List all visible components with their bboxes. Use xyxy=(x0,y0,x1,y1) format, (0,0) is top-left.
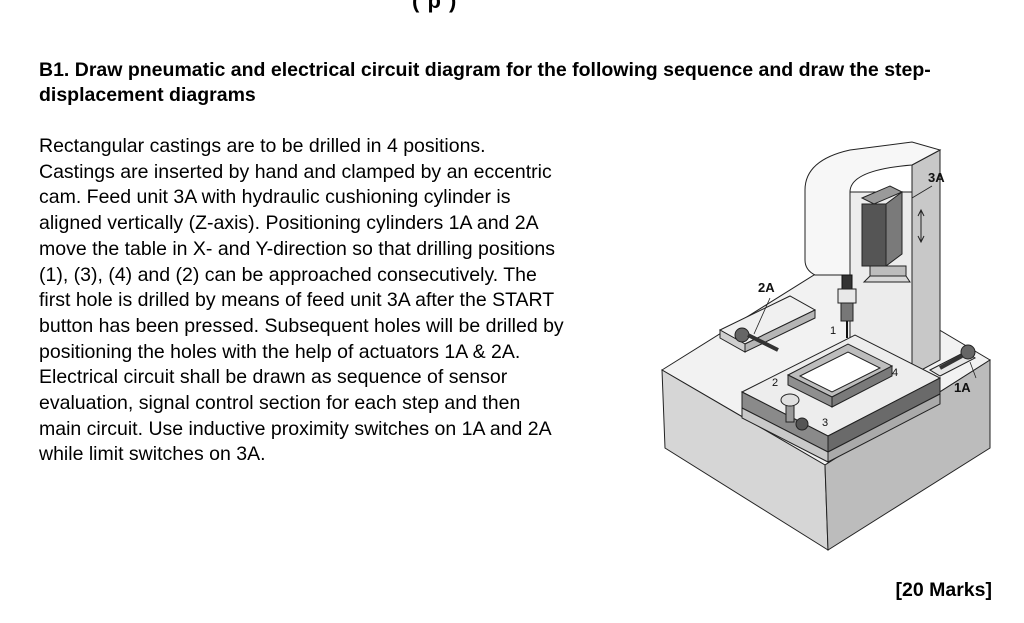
body-line: (1), (3), (4) and (2) can be approached … xyxy=(39,263,537,286)
feed-unit-3a xyxy=(860,185,933,283)
cylinder-1a-label: 1A xyxy=(954,380,971,395)
question-title: B1. Draw pneumatic and electrical circui… xyxy=(39,59,931,106)
eccentric-cam xyxy=(780,393,809,431)
drill-position-2-label: 2 xyxy=(772,377,778,389)
y-slide-2a xyxy=(718,295,817,353)
body-line: first hole is drilled by means of feed u… xyxy=(39,289,555,312)
body-line: evaluation, signal control section for e… xyxy=(39,392,521,415)
drilling-machine-figure: 3A 2A 1A 1 2 3 4 xyxy=(650,130,1000,555)
body-line: aligned vertically (Z-axis). Positioning… xyxy=(39,212,539,235)
question-body: Rectangular castings are to be drilled i… xyxy=(39,134,639,468)
drill-position-1-label: 1 xyxy=(830,325,836,337)
body-line: Electrical circuit shall be drawn as seq… xyxy=(39,366,508,389)
body-line: Castings are inserted by hand and clampe… xyxy=(39,160,552,183)
body-line: cam. Feed unit 3A with hydraulic cushion… xyxy=(39,186,511,209)
body-line: button has been pressed. Subsequent hole… xyxy=(39,314,564,337)
body-line: Rectangular castings are to be drilled i… xyxy=(39,135,486,157)
x-cylinder-1a xyxy=(928,344,977,379)
cropped-section-heading: ( p ) xyxy=(412,0,458,13)
body-line: positioning the holes with the help of a… xyxy=(39,340,521,363)
feed-unit-label: 3A xyxy=(928,170,945,185)
drill-spindle xyxy=(837,274,857,338)
drill-position-4-label: 4 xyxy=(892,367,898,379)
drill-position-3-label: 3 xyxy=(822,417,828,429)
body-line: move the table in X- and Y-direction so … xyxy=(39,237,555,260)
drilling-machine-illustration: 3A 2A 1A 1 2 3 4 xyxy=(661,141,991,551)
body-line: main circuit. Use inductive proximity sw… xyxy=(39,417,552,440)
cylinder-2a-label: 2A xyxy=(758,280,775,295)
body-line: while limit switches on 3A. xyxy=(39,443,266,466)
marks-label: [20 Marks] xyxy=(895,579,992,601)
casting-fixture xyxy=(786,343,894,408)
